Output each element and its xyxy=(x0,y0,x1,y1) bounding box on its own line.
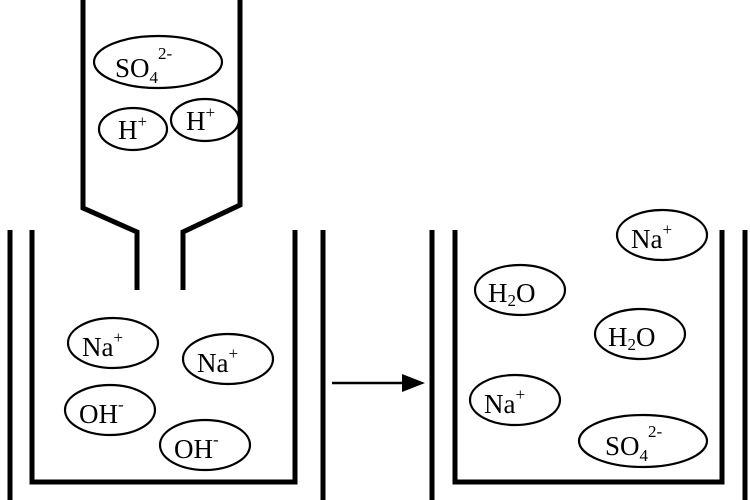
svg-text:OH-: OH- xyxy=(79,395,124,429)
burette-left-wall xyxy=(80,0,140,290)
burette xyxy=(80,0,243,290)
svg-text:Na+: Na+ xyxy=(484,385,525,419)
svg-text:Na+: Na+ xyxy=(82,328,123,362)
ion-sulfate-right: SO42- xyxy=(577,413,709,469)
ion-sodium-right-1: Na+ xyxy=(615,208,709,262)
ion-hydrogen-2: H+ xyxy=(169,97,241,143)
svg-text:H2O: H2O xyxy=(488,278,536,310)
burette-right-wall xyxy=(180,0,243,290)
ion-sodium-right-2: Na+ xyxy=(468,373,562,427)
ion-hydrogen-1: H+ xyxy=(97,106,169,152)
svg-text:Na+: Na+ xyxy=(197,344,238,378)
ion-sodium-left-1: Na+ xyxy=(66,316,160,370)
water-molecule-right-1: H2O xyxy=(473,263,567,317)
svg-text:H+: H+ xyxy=(118,112,147,145)
ion-hydroxide-left-1: OH- xyxy=(63,383,157,437)
reaction-arrow xyxy=(332,374,425,392)
svg-text:OH-: OH- xyxy=(174,430,219,464)
arrow-head xyxy=(402,374,425,392)
ion-hydroxide-left-2: OH- xyxy=(158,418,252,472)
left-beaker-inner xyxy=(29,230,298,485)
right-beaker-inner xyxy=(452,230,725,485)
right-beaker xyxy=(429,230,748,500)
svg-text:Na+: Na+ xyxy=(631,220,672,254)
svg-text:H2O: H2O xyxy=(608,322,656,354)
left-beaker xyxy=(7,230,326,500)
svg-text:SO42-: SO42- xyxy=(115,44,173,87)
ion-sodium-left-2: Na+ xyxy=(181,332,275,386)
ion-sulfate-burette: SO42- xyxy=(92,34,224,90)
svg-text:SO42-: SO42- xyxy=(605,422,663,465)
svg-text:H+: H+ xyxy=(186,103,215,136)
water-molecule-right-2: H2O xyxy=(593,307,687,361)
